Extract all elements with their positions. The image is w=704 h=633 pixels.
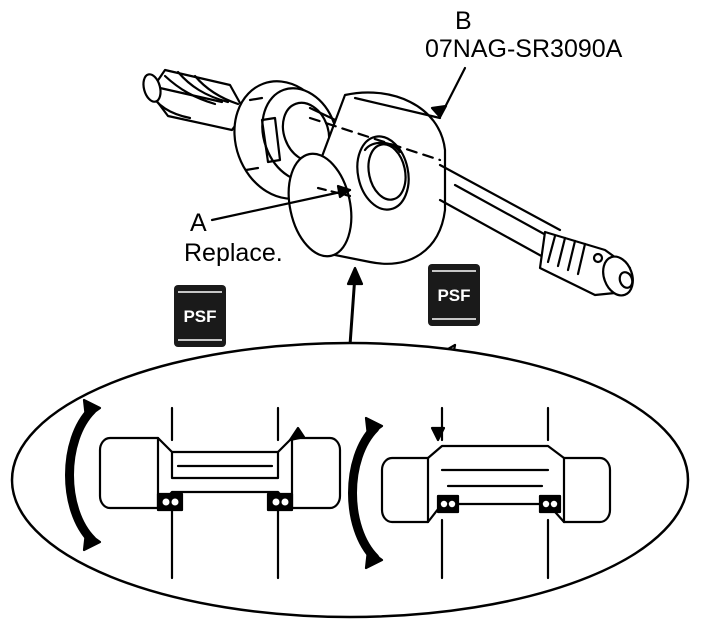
- label-b-part-number: 07NAG-SR3090A: [425, 35, 623, 63]
- psf-badge-left: PSF: [174, 285, 226, 349]
- assembly-arrow: [348, 273, 357, 347]
- arrowhead-psf-1: [288, 426, 306, 442]
- arrowhead-up: [346, 266, 364, 286]
- psf-badge-left-text: PSF: [183, 307, 217, 326]
- psf-badge-left-shape: [174, 285, 226, 347]
- psf-badge-right: PSF: [428, 264, 480, 328]
- arrowhead-psf-2: [430, 426, 446, 442]
- psf-badge-right-text: PSF: [437, 286, 471, 305]
- psf-badge-right-shape: [428, 264, 480, 326]
- label-a-note: Replace.: [184, 239, 283, 267]
- pinion-shaft: [142, 68, 634, 297]
- left-section-view: [65, 398, 342, 580]
- label-b-letter: B: [455, 7, 472, 35]
- right-section-view: [348, 406, 612, 580]
- leader-a: [210, 188, 352, 222]
- arrowhead-a: [336, 184, 352, 199]
- label-a-letter: A: [190, 209, 207, 237]
- arrowhead-b: [430, 104, 448, 119]
